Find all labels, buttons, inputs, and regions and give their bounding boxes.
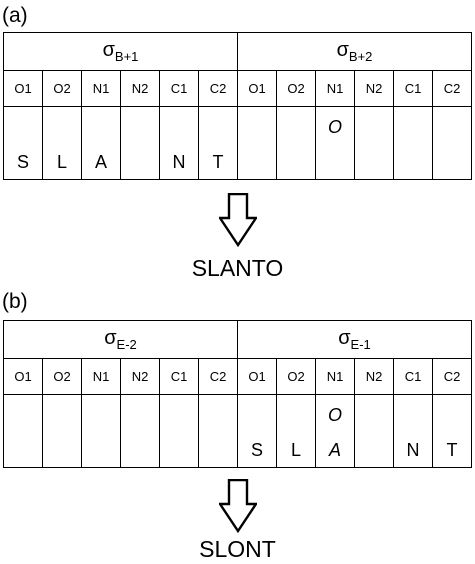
slot-label: O1 — [237, 70, 277, 107]
slot-label: C2 — [198, 70, 238, 107]
panel-a-grid: σB+1 σB+2 O1 O2 N1 N2 C1 C2 O1 O2 N1 N2 … — [3, 32, 472, 180]
slot-label: O1 — [237, 358, 277, 395]
sigma-header-row: σB+1 σB+2 — [3, 32, 472, 71]
segment-cell — [432, 106, 472, 180]
segment-cell: A — [81, 106, 121, 180]
slot-label: O2 — [42, 358, 82, 395]
segment-bottom-letter: T — [212, 152, 224, 172]
segment-bottom-letter: A — [328, 440, 341, 460]
segment-bottom-letter: N — [406, 440, 420, 460]
slot-label: N2 — [120, 70, 160, 107]
segment-cell — [3, 394, 43, 468]
segment-cell — [354, 394, 394, 468]
slot-label: C1 — [159, 70, 199, 107]
panel-b-label: (b) — [2, 290, 28, 313]
segment-cell: N — [393, 394, 433, 468]
slot-label: O1 — [3, 358, 43, 395]
slot-label: O2 — [276, 70, 316, 107]
segment-cell: S — [237, 394, 277, 468]
segment-cell: T — [432, 394, 472, 468]
segment-cell — [354, 106, 394, 180]
segment-row: S L A N T O — [3, 106, 472, 180]
segment-cell — [120, 106, 160, 180]
segment-bottom-letter: S — [250, 440, 263, 460]
segment-cell: L — [42, 106, 82, 180]
segment-bottom-letter: A — [94, 152, 107, 172]
slot-label: N1 — [315, 70, 355, 107]
sigma-header-second: σE-1 — [237, 320, 472, 359]
slot-label: C1 — [393, 70, 433, 107]
slot-label-row: O1 O2 N1 N2 C1 C2 O1 O2 N1 N2 C1 C2 — [3, 70, 472, 107]
segment-cell — [120, 394, 160, 468]
sigma-header-second: σB+2 — [237, 32, 472, 71]
slot-label: C2 — [198, 358, 238, 395]
segment-cell — [237, 106, 277, 180]
slot-label: O1 — [3, 70, 43, 107]
segment-bottom-letter: L — [290, 440, 301, 460]
segment-bottom-letter: N — [172, 152, 186, 172]
segment-cell — [81, 394, 121, 468]
segment-cell: L — [276, 394, 316, 468]
sigma-header-first: σE-2 — [3, 320, 238, 359]
slot-label: N2 — [354, 358, 394, 395]
slot-label: N1 — [81, 70, 121, 107]
slot-label: C2 — [432, 358, 472, 395]
slot-label: N1 — [81, 358, 121, 395]
segment-cell: S — [3, 106, 43, 180]
slot-label: N2 — [354, 70, 394, 107]
down-arrow-icon — [219, 193, 257, 247]
slot-label: O2 — [276, 358, 316, 395]
segment-cell: T — [198, 106, 238, 180]
segment-top-letter: O — [327, 405, 342, 425]
slot-label-row: O1 O2 N1 N2 C1 C2 O1 O2 N1 N2 C1 C2 — [3, 358, 472, 395]
segment-top-letter: O — [327, 117, 342, 137]
slot-label: N1 — [315, 358, 355, 395]
segment-bottom-letter: L — [56, 152, 67, 172]
segment-bottom-letter: S — [16, 152, 29, 172]
segment-cell — [198, 394, 238, 468]
slot-label: C2 — [432, 70, 472, 107]
sigma-header-row: σE-2 σE-1 — [3, 320, 472, 359]
segment-cell — [159, 394, 199, 468]
segment-bottom-letter: T — [446, 440, 458, 460]
slot-label: N2 — [120, 358, 160, 395]
down-arrow-icon — [219, 479, 257, 533]
segment-cell — [42, 394, 82, 468]
segment-cell — [393, 106, 433, 180]
segment-cell: O — [315, 106, 355, 180]
segment-cell — [276, 106, 316, 180]
slot-label: C1 — [159, 358, 199, 395]
segment-cell: N — [159, 106, 199, 180]
sigma-header-first: σB+1 — [3, 32, 238, 71]
slot-label: O2 — [42, 70, 82, 107]
result-word-b: SLONT — [199, 536, 276, 562]
panel-b-grid: σE-2 σE-1 O1 O2 N1 N2 C1 C2 O1 O2 N1 N2 … — [3, 320, 472, 468]
panel-a-label: (a) — [2, 4, 28, 27]
slot-label: C1 — [393, 358, 433, 395]
result-word-a: SLANTO — [191, 255, 284, 281]
